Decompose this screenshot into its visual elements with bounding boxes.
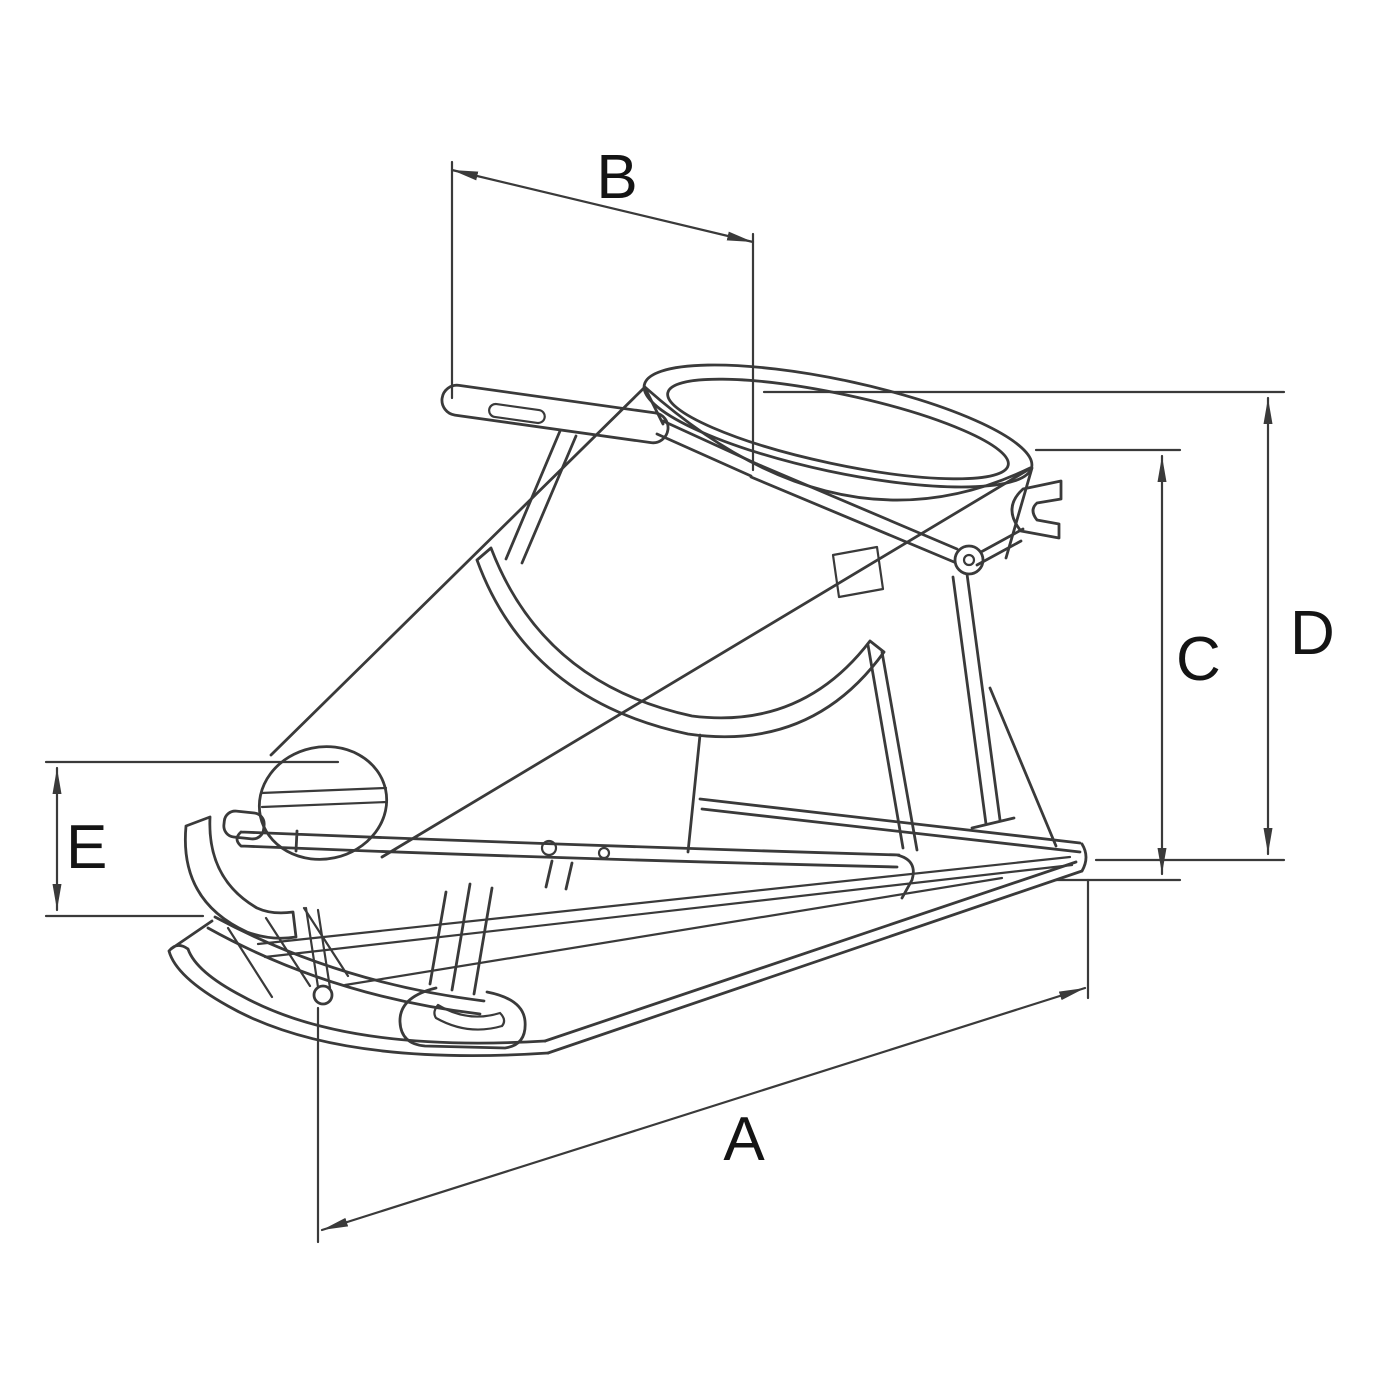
dim-label-a: A [723,1105,765,1174]
lifting-bar-struts [504,386,759,565]
rod-pivot-small [597,846,611,860]
dimension-annotations: B D C E A [44,143,1335,1244]
lifting-bar [440,383,670,445]
front-post [304,906,332,990]
discharge-chute [183,815,298,940]
lever-pivot-outer [953,544,985,576]
pedal-arm [428,882,494,996]
dim-label-c: C [1176,625,1221,694]
machine-drawing [167,363,1088,1057]
dimension-A: A [316,878,1090,1244]
dimension-C: C [1034,448,1221,882]
conical-bucket [222,363,1034,861]
name-plate [831,545,885,599]
dimension-E: E [44,760,340,918]
lifting-bar-assembly [440,383,759,565]
dimension-B: B [450,143,755,472]
operating-rod [235,829,915,900]
skid-runner [167,915,550,1057]
dim-line-a [320,986,1087,1232]
lifting-bar-slot [488,402,546,425]
cone-edges [269,385,1034,859]
gate-handle-tab [222,809,266,841]
tilt-lever-arm [749,462,1025,567]
dim-ext-lines-d [762,390,1286,862]
tilt-lever-assembly [749,462,1063,576]
dim-label-d: D [1290,599,1335,668]
dim-label-b: B [596,143,637,212]
operating-rod-assembly [235,829,915,900]
dim-line-b [450,168,755,244]
dim-ext-lines-e [44,760,340,918]
bucket-rim-lip [644,386,1032,502]
latch-hook [1010,479,1063,540]
dim-ext-lines-a [316,878,1090,1244]
bucket-rim-inner [666,377,1010,481]
discharge-gate-slot [259,786,389,809]
platform-rails [256,855,1074,987]
base-platform [167,572,1088,1057]
rod-pivot-large [540,839,558,857]
pedal-arc-slot [433,1003,506,1031]
platform-frame [543,797,1088,1055]
dimension-D: D [762,390,1335,862]
dim-label-e: E [66,813,107,882]
dim-ext-lines-c [1034,448,1182,882]
rear-support-legs [866,572,1058,852]
tipping-band [475,546,886,854]
lever-pivot-inner [962,553,976,567]
platform-slats [226,906,350,999]
